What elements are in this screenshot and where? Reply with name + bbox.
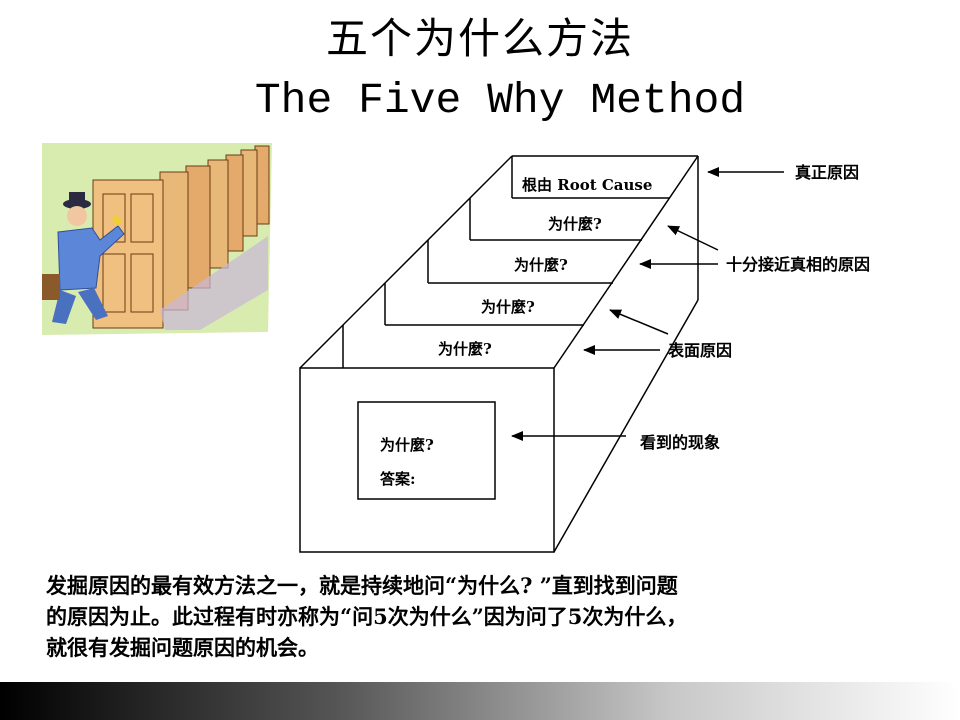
surface-cause-arrow-upper: [610, 310, 668, 334]
gradient-footer-bar: [0, 682, 960, 720]
callout-arrows: [512, 172, 784, 436]
level-label-2: 为什麼?: [548, 215, 602, 233]
level-label-3: 为什麼?: [514, 256, 568, 274]
explanation-line-2: 的原因为止。此过程有时亦称为“问5次为什么”因为问了5次为什么，: [46, 601, 926, 632]
callout-phenomenon: 看到的现象: [639, 433, 720, 452]
level-label-4: 为什麼?: [481, 298, 535, 316]
level-label-5: 为什麼?: [438, 340, 492, 358]
callout-root-cause: 真正原因: [795, 163, 859, 182]
front-box-question: 为什麼?: [380, 436, 434, 454]
explanation-line-1: 发掘原因的最有效方法之一，就是持续地问“为什么? ”直到找到问题: [46, 570, 926, 601]
explanation-paragraph: 发掘原因的最有效方法之一，就是持续地问“为什么? ”直到找到问题 的原因为止。此…: [46, 570, 926, 663]
callout-surface-cause: 表面原因: [667, 341, 732, 360]
explanation-line-3: 就很有发掘问题原因的机会。: [46, 632, 926, 663]
box-outline: [300, 156, 698, 552]
front-box-answer: 答案:: [380, 470, 416, 488]
near-cause-arrow-upper: [668, 226, 718, 250]
level-label-root: 根由 Root Cause: [522, 176, 652, 194]
callout-near-cause: 十分接近真相的原因: [726, 255, 870, 274]
man-opening-doors-icon: [42, 143, 272, 335]
